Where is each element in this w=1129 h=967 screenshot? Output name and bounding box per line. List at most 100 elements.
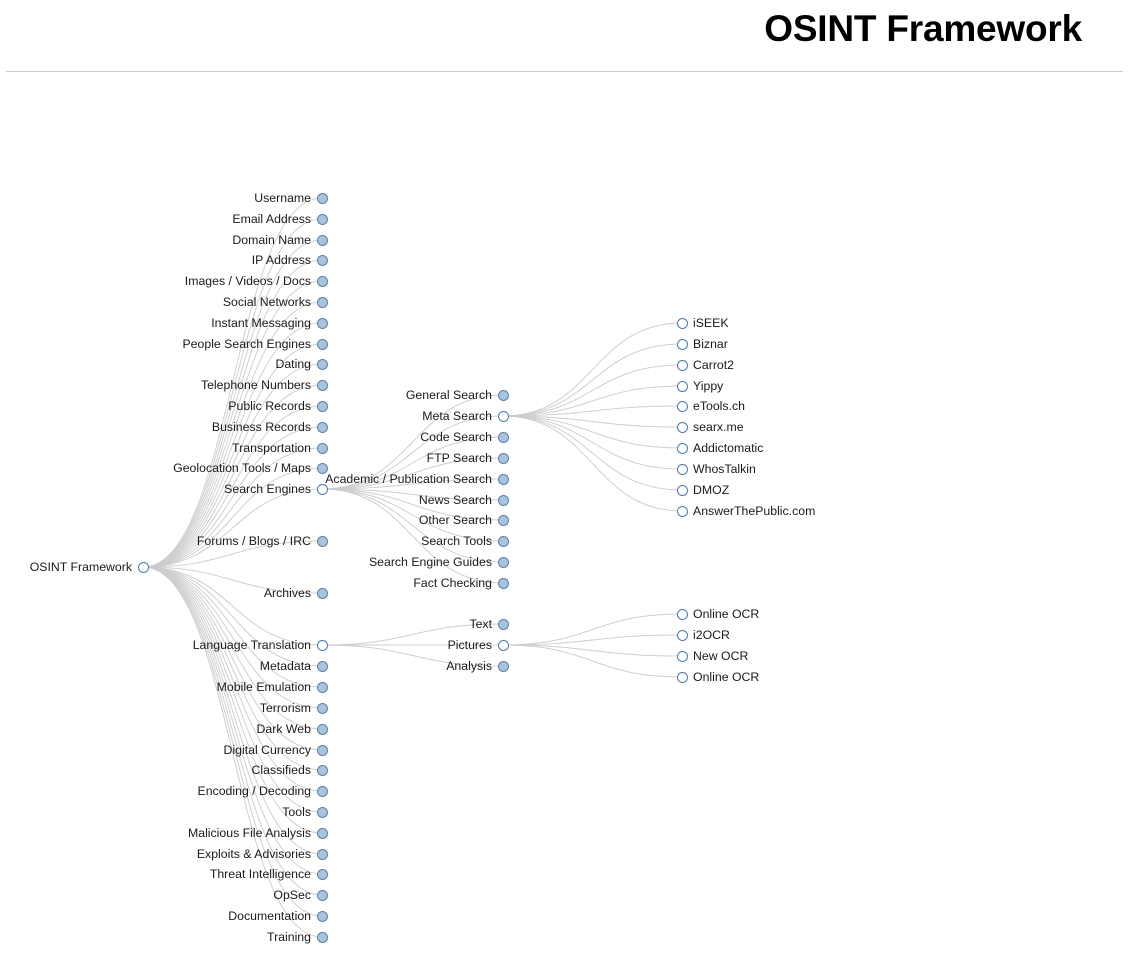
node-circle-icon[interactable] xyxy=(316,358,328,370)
tree-node-label: eTools.ch xyxy=(693,399,745,413)
tree-node-label: Instant Messaging xyxy=(211,316,311,330)
node-circle-icon[interactable] xyxy=(316,587,328,599)
tree-link xyxy=(502,415,683,470)
node-circle-icon[interactable] xyxy=(497,410,509,422)
node-circle-icon[interactable] xyxy=(676,608,688,620)
node-circle-icon[interactable] xyxy=(316,660,328,672)
tree-node-label: Search Tools xyxy=(421,534,492,548)
tree-link xyxy=(142,488,323,568)
node-circle-icon[interactable] xyxy=(676,671,688,683)
node-circle-icon[interactable] xyxy=(316,889,328,901)
node-circle-icon[interactable] xyxy=(316,827,328,839)
node-circle-icon[interactable] xyxy=(316,702,328,714)
tree-node-label: OpSec xyxy=(273,888,311,902)
tree-node-label: Tools xyxy=(282,805,311,819)
tree-link xyxy=(502,385,683,417)
node-circle-icon[interactable] xyxy=(497,577,509,589)
node-circle-icon[interactable] xyxy=(316,535,328,547)
node-circle-icon[interactable] xyxy=(316,785,328,797)
tree-node-label: Search Engine Guides xyxy=(368,555,492,569)
node-circle-icon[interactable] xyxy=(676,650,688,662)
tree-node-label: Online OCR xyxy=(693,670,760,684)
node-circle-icon[interactable] xyxy=(497,535,509,547)
tree-node-label: Carrot2 xyxy=(693,358,735,372)
tree-node-label: Code Search xyxy=(420,430,492,444)
node-circle-icon[interactable] xyxy=(497,431,509,443)
tree-node-label: Classifieds xyxy=(251,763,311,777)
node-circle-icon[interactable] xyxy=(316,462,328,474)
tree-link xyxy=(502,405,683,417)
node-circle-icon[interactable] xyxy=(676,629,688,641)
node-circle-icon[interactable] xyxy=(676,317,688,329)
node-circle-icon[interactable] xyxy=(676,421,688,433)
node-circle-icon[interactable] xyxy=(316,421,328,433)
tree-link xyxy=(502,364,683,417)
node-circle-icon[interactable] xyxy=(497,452,509,464)
tree-node-label: Public Records xyxy=(228,399,311,413)
tree-link xyxy=(502,415,683,449)
node-circle-icon[interactable] xyxy=(316,639,328,651)
node-circle-icon[interactable] xyxy=(676,338,688,350)
tree-node-label: Email Address xyxy=(232,212,311,226)
tree-node-label: Malicious File Analysis xyxy=(187,826,311,840)
node-circle-icon[interactable] xyxy=(497,660,509,672)
node-circle-icon[interactable] xyxy=(316,254,328,266)
node-circle-icon[interactable] xyxy=(676,484,688,496)
page-header: OSINT Framework xyxy=(0,0,1129,72)
node-circle-icon[interactable] xyxy=(676,463,688,475)
node-circle-icon[interactable] xyxy=(497,639,509,651)
node-circle-icon[interactable] xyxy=(316,764,328,776)
node-circle-icon[interactable] xyxy=(497,473,509,485)
node-circle-icon[interactable] xyxy=(676,380,688,392)
tree-node-label: Telephone Numbers xyxy=(200,378,311,392)
node-circle-icon[interactable] xyxy=(676,442,688,454)
tree-link xyxy=(142,566,323,646)
node-circle-icon[interactable] xyxy=(316,296,328,308)
tree-node-label: DMOZ xyxy=(693,483,730,497)
tree-link xyxy=(502,415,683,491)
tree-node-label: Images / Videos / Docs xyxy=(184,274,311,288)
tree-node-label: Biznar xyxy=(693,337,728,351)
node-circle-icon[interactable] xyxy=(316,400,328,412)
tree-links xyxy=(142,197,683,938)
node-circle-icon[interactable] xyxy=(676,400,688,412)
tree-node-label: People Search Engines xyxy=(182,337,311,351)
node-circle-icon[interactable] xyxy=(316,213,328,225)
node-circle-icon[interactable] xyxy=(676,359,688,371)
node-circle-icon[interactable] xyxy=(676,505,688,517)
node-circle-icon[interactable] xyxy=(316,338,328,350)
node-circle-icon[interactable] xyxy=(316,442,328,454)
node-circle-icon[interactable] xyxy=(316,910,328,922)
node-circle-icon[interactable] xyxy=(316,275,328,287)
node-circle-icon[interactable] xyxy=(497,494,509,506)
node-circle-icon[interactable] xyxy=(497,556,509,568)
node-circle-icon[interactable] xyxy=(316,931,328,943)
node-circle-icon[interactable] xyxy=(316,681,328,693)
node-circle-icon[interactable] xyxy=(316,317,328,329)
node-circle-icon[interactable] xyxy=(497,618,509,630)
tree-node-label: Forums / Blogs / IRC xyxy=(196,534,311,548)
node-circle-icon[interactable] xyxy=(497,514,509,526)
node-circle-icon[interactable] xyxy=(316,483,328,495)
node-circle-icon[interactable] xyxy=(316,234,328,246)
node-circle-icon[interactable] xyxy=(316,379,328,391)
tree-node-label: Business Records xyxy=(211,420,311,434)
tree-node-label: Geolocation Tools / Maps xyxy=(173,461,311,475)
node-circle-icon[interactable] xyxy=(316,723,328,735)
tree-node-label: Search Engines xyxy=(224,482,311,496)
node-circle-icon[interactable] xyxy=(137,561,149,573)
tree-node-label: Training xyxy=(267,930,311,944)
tree-node-label: Username xyxy=(254,191,311,205)
node-circle-icon[interactable] xyxy=(316,868,328,880)
node-circle-icon[interactable] xyxy=(316,848,328,860)
tree-node-label: Analysis xyxy=(446,659,492,673)
node-circle-icon[interactable] xyxy=(316,806,328,818)
tree-node-label: Encoding / Decoding xyxy=(197,784,311,798)
tree-link xyxy=(502,322,683,417)
node-circle-icon[interactable] xyxy=(316,192,328,204)
tree-node-label: Domain Name xyxy=(232,233,311,247)
node-circle-icon[interactable] xyxy=(316,744,328,756)
tree-link xyxy=(502,644,683,678)
node-circle-icon[interactable] xyxy=(497,389,509,401)
